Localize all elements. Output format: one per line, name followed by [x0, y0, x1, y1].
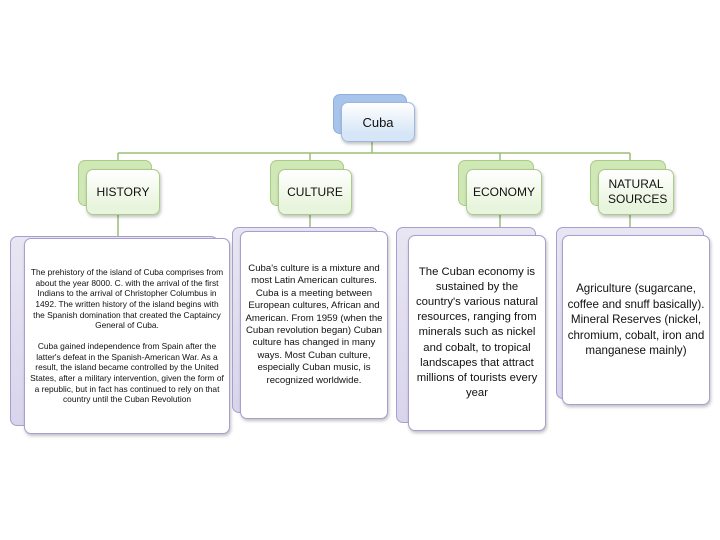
root-node: Cuba — [333, 94, 415, 144]
category-culture-box: CULTURE — [278, 169, 352, 215]
detail-economy: The Cuban economy is sustained by the co… — [396, 227, 548, 433]
detail-culture-box: Cuba's culture is a mixture and most Lat… — [240, 231, 388, 419]
detail-natural-sources-text: Agriculture (sugarcane, coffee and snuff… — [567, 282, 705, 358]
category-history: HISTORY — [78, 160, 160, 216]
root-node-box: Cuba — [341, 102, 415, 142]
category-natural-sources-box: NATURAL SOURCES — [598, 169, 674, 215]
detail-economy-text: The Cuban economy is sustained by the co… — [415, 266, 539, 399]
detail-history-text: The prehistory of the island of Cuba com… — [30, 267, 224, 405]
category-history-label: HISTORY — [96, 184, 150, 199]
category-natural-sources: NATURAL SOURCES — [590, 160, 674, 216]
category-economy-label: ECONOMY — [472, 184, 535, 199]
detail-history: The prehistory of the island of Cuba com… — [10, 236, 230, 436]
root-label: Cuba — [362, 114, 394, 130]
detail-natural-sources: Agriculture (sugarcane, coffee and snuff… — [556, 227, 714, 409]
detail-economy-box: The Cuban economy is sustained by the co… — [408, 235, 546, 431]
detail-natural-sources-box: Agriculture (sugarcane, coffee and snuff… — [562, 235, 710, 405]
category-natural-sources-label: NATURAL SOURCES — [608, 177, 668, 206]
detail-culture-text: Cuba's culture is a mixture and most Lat… — [245, 262, 383, 386]
detail-culture: Cuba's culture is a mixture and most Lat… — [232, 227, 388, 423]
detail-history-box: The prehistory of the island of Cuba com… — [24, 238, 230, 434]
category-culture: CULTURE — [270, 160, 352, 216]
category-history-box: HISTORY — [86, 169, 160, 215]
category-economy: ECONOMY — [458, 160, 542, 216]
category-economy-box: ECONOMY — [466, 169, 542, 215]
category-culture-label: CULTURE — [287, 184, 343, 199]
